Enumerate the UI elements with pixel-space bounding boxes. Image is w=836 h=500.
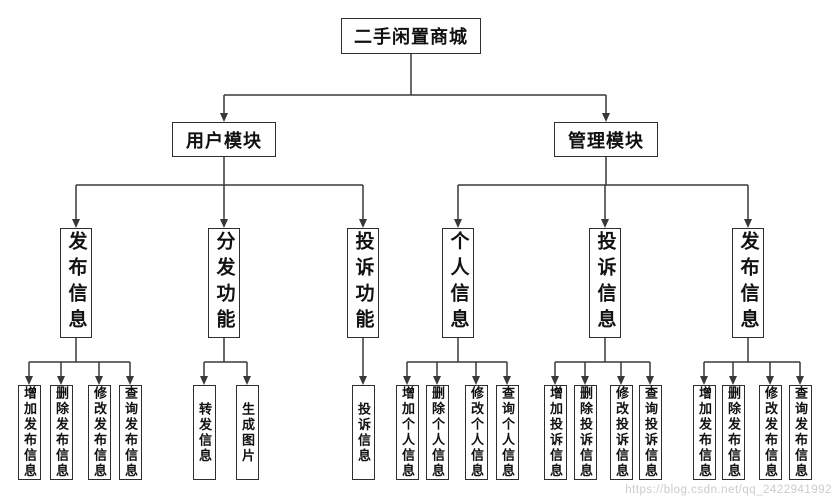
- node-edit-personal-info: 修改个人信息: [465, 385, 488, 480]
- node-add-publish-info-user: 增加发布信息: [18, 385, 41, 480]
- node-admin-publish-info: 发布信息: [732, 228, 764, 338]
- node-distribute-function: 分发功能: [208, 228, 240, 338]
- node-query-personal-info: 查询个人信息: [496, 385, 519, 480]
- node-admin-module: 管理模块: [554, 122, 658, 157]
- node-delete-personal-info: 删除个人信息: [426, 385, 449, 480]
- node-edit-publish-info-user: 修改发布信息: [88, 385, 111, 480]
- node-add-complaint-info: 增加投诉信息: [544, 385, 567, 480]
- node-query-publish-info-user: 查询发布信息: [119, 385, 142, 480]
- connector-elbow-lines: [28, 54, 801, 382]
- node-delete-complaint-info: 删除投诉信息: [574, 385, 597, 480]
- node-admin-complaint-info: 投诉信息: [589, 228, 621, 338]
- node-query-publish-info-admin: 查询发布信息: [789, 385, 812, 480]
- node-root: 二手闲置商城: [341, 18, 481, 54]
- arrowhead-icons: [25, 113, 804, 385]
- node-edit-complaint-info: 修改投诉信息: [610, 385, 633, 480]
- node-generate-image: 生成图片: [236, 385, 259, 480]
- node-query-complaint-info: 查询投诉信息: [639, 385, 662, 480]
- node-user-publish-info: 发布信息: [60, 228, 92, 338]
- node-complaint-function: 投诉功能: [347, 228, 379, 338]
- node-delete-publish-info-user: 删除发布信息: [50, 385, 73, 480]
- watermark-text: https://blog.csdn.net/qq_2422941992: [625, 484, 832, 496]
- node-edit-publish-info-admin: 修改发布信息: [759, 385, 782, 480]
- node-personal-info: 个人信息: [442, 228, 474, 338]
- node-user-module: 用户模块: [172, 122, 276, 157]
- node-forward-info: 转发信息: [193, 385, 216, 480]
- node-add-personal-info: 增加个人信息: [396, 385, 419, 480]
- node-delete-publish-info-admin: 删除发布信息: [722, 385, 745, 480]
- node-complaint-info-leaf: 投诉信息: [352, 385, 375, 480]
- node-add-publish-info-admin: 增加发布信息: [693, 385, 716, 480]
